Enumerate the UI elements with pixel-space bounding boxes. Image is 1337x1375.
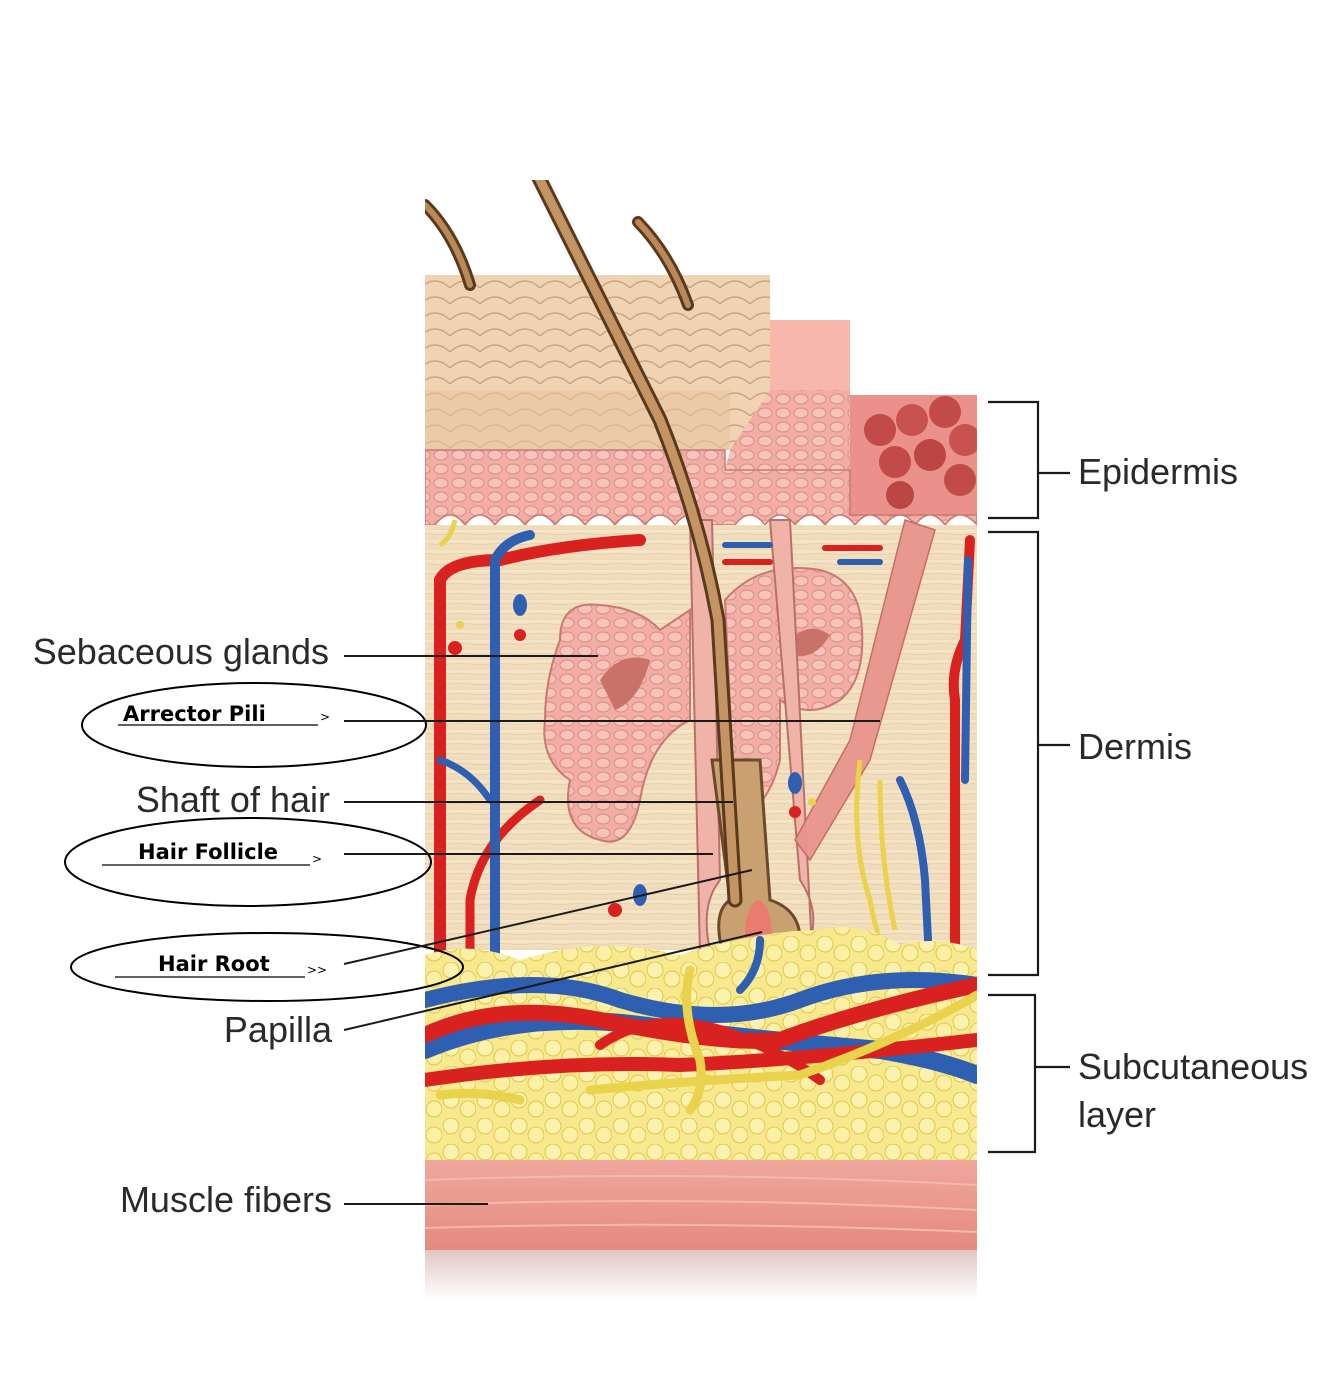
circle-hair-follicle [64,817,432,907]
double-arrow-icon: >> [307,963,327,977]
bracket-subcutaneous [988,993,1070,1154]
arrector-pili-muscle [794,519,936,862]
muscle-fiber-streaks [425,1175,977,1233]
arrow-icon: > [312,852,322,866]
bracket-epidermis [988,400,1070,520]
subcutaneous-nerves [435,965,977,1115]
label-hair-follicle: Hair Follicle [138,840,278,864]
right-layer-brackets: Epidermis Dermis Subcutaneous layer [988,400,1308,1154]
skin-surface-edge [425,390,730,450]
label-sebaceous-glands: Sebaceous glands [33,631,329,672]
label-muscle-fibers: Muscle fibers [120,1179,332,1220]
vessel-cross-sections [448,594,816,917]
label-papilla: Papilla [224,1009,333,1050]
label-arrector-pili: Arrector Pili [123,702,266,726]
label-dermis: Dermis [1078,726,1192,767]
circle-arrector-pili [81,682,427,768]
muscle-fiber-layer [425,1160,977,1250]
leader-hair-root [343,869,753,965]
label-hair-root: Hair Root [158,952,270,976]
hair-strands [425,180,743,908]
block-bottom-fade [425,1250,977,1300]
epidermis-cube-face [725,390,850,470]
label-subcutaneous-line2: layer [1078,1094,1156,1135]
dermal-papillae-bumps [850,395,977,515]
epidermis-cube-top [770,320,850,390]
label-epidermis: Epidermis [1078,451,1238,492]
gland-duct-right [790,628,830,656]
hair-papilla [745,900,772,940]
sebaceous-gland [543,603,691,843]
leader-papilla [343,931,763,1031]
label-shaft-of-hair: Shaft of hair [136,779,330,820]
arrow-icon: > [320,710,330,724]
left-labels: Sebaceous glands Arrector Pili > Shaft o… [33,631,880,1220]
bracket-dermis [988,530,1070,977]
circle-hair-root [70,932,464,1002]
skin-block-illustration [425,180,977,1250]
blood-vessels [434,530,975,986]
label-subcutaneous-line1: Subcutaneous [1078,1046,1308,1087]
gland-duct-left [600,657,650,710]
